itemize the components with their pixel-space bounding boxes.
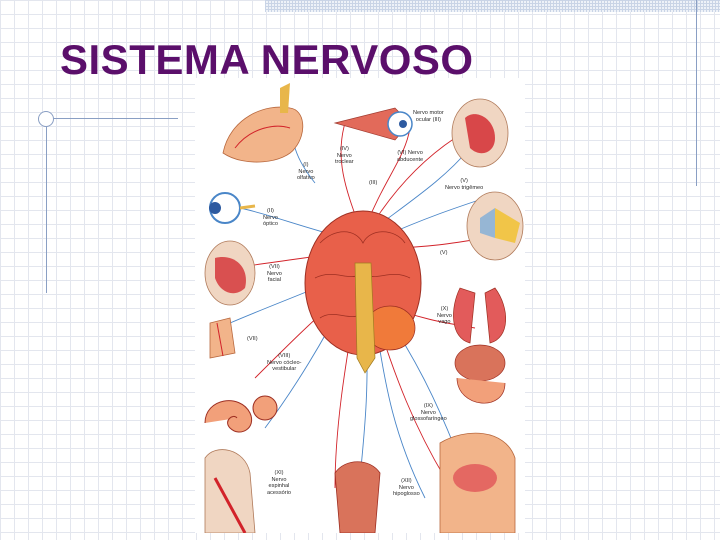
brain-illustration [305,211,421,373]
eyeball-illustration [209,193,255,223]
nasal-cavity-illustration [223,83,303,162]
label-trigeminal-v: (V) [440,250,447,257]
label-vagus-nerve: (X) Nervo vago [437,306,452,326]
neck-muscles-illustration [205,450,255,533]
cranial-nerves-figure: Nervo motor ocular (III) (IV) Nervo troc… [195,78,525,533]
label-facial-nerve: (VII) Nervo facial [267,264,282,284]
label-abducens-nerve: (VI) Nervo abducente [397,150,423,163]
larynx-illustration [210,318,235,358]
label-accessory-nerve: (XI) Nervo espinhal acessório [267,470,291,496]
oral-cavity-illustration [440,433,515,533]
label-trochlear-nerve: (IV) Nervo troclear [335,146,354,166]
label-trigeminal-nerve: (V) Nervo trigêmeo [445,178,483,191]
top-decor-bar [265,0,720,12]
label-olfactory-nerve: (I) Nervo olfativo [297,162,315,182]
label-optic-nerve: (II) Nervo óptico [263,208,278,228]
cranial-nerves-illustration [195,78,525,533]
label-glossopharyngeal-nerve: (IX) Nervo glossofaríngeo [410,403,447,423]
label-facial-vii: (VII) [247,336,258,343]
label-oculomotor-nerve: Nervo motor ocular (III) [413,110,444,123]
left-decor-rule-horizontal [38,118,178,119]
left-decor-circle [38,111,54,127]
facial-muscles-illustration [205,241,255,305]
left-decor-rule-vertical [46,118,47,293]
face-trigeminal-illustration [467,192,523,260]
label-hypoglossal-nerve: (XII) Nervo hipoglosso [393,478,420,498]
head-muscles-illustration [452,99,508,167]
right-decor-rule [696,0,697,186]
label-vestibulocochlear-nerve: (VIII) Nervo cócleo- vestibular [267,353,302,373]
thoracic-organs-illustration [453,288,505,403]
slide-title: SISTEMA NERVOSO [60,36,474,84]
label-oculomotor-iii: (III) [369,180,377,187]
eye-muscles-illustration [335,108,412,140]
tongue-illustration [335,462,380,533]
